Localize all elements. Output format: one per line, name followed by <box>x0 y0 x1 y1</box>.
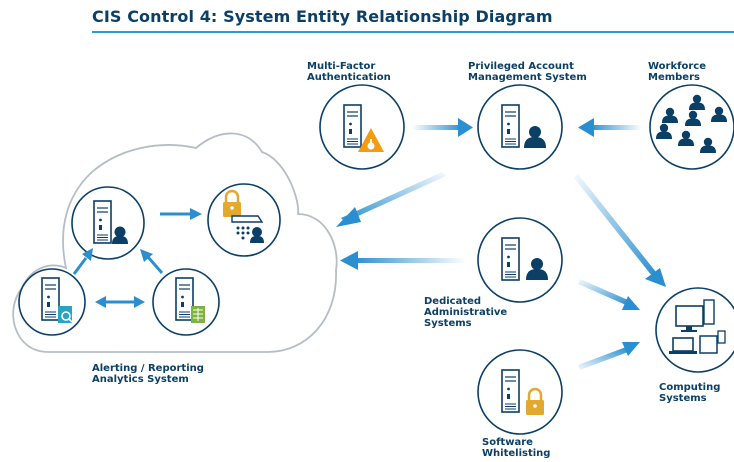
node-das <box>477 217 563 303</box>
label-line: Analytics System <box>92 374 189 385</box>
label-pam: Privileged Account Management System <box>468 61 587 83</box>
label-line: Authentication <box>307 72 391 83</box>
arrow-workforce-to-pam <box>578 118 642 137</box>
label-line: Systems <box>424 318 472 329</box>
spreadsheet-icon <box>191 306 205 323</box>
node-computing <box>655 287 734 373</box>
node-reporting <box>152 268 220 336</box>
label-line: Whitelisting <box>482 448 551 459</box>
node-whitelisting <box>477 349 563 435</box>
label-line: Administrative <box>424 307 508 318</box>
arrow-admin-to-secure <box>160 208 202 220</box>
label-line: Alerting / Reporting <box>92 363 204 374</box>
label-computing: Computing Systems <box>659 382 720 404</box>
arrow-pam-to-computing <box>574 174 666 287</box>
arrow-search-to-admin <box>72 248 93 275</box>
label-alerting: Alerting / Reporting Analytics System <box>92 363 204 385</box>
fingerprint-keypad-icon <box>231 215 264 243</box>
label-line: Dedicated <box>424 296 482 307</box>
node-secure-access <box>207 183 281 257</box>
node-analytics-admin <box>71 186 145 260</box>
label-line: Computing <box>659 382 721 393</box>
arrow-pam-to-cloud <box>336 172 446 227</box>
support-agent-icon <box>112 226 128 244</box>
node-workforce <box>649 84 734 170</box>
arrow-whitelisting-to-computing <box>578 342 640 370</box>
arrow-das-to-computing <box>578 279 640 310</box>
label-whitelisting: Software Whitelisting <box>482 437 550 459</box>
node-mfa <box>319 84 405 170</box>
arrow-mfa-to-pam <box>412 118 473 137</box>
label-line: Workforce <box>648 61 706 72</box>
label-line: Members <box>648 72 700 83</box>
title-rule <box>92 31 734 33</box>
label-mfa: Multi-Factor Authentication <box>307 61 391 83</box>
label-line: Privileged Account <box>468 61 574 72</box>
arrow-das-to-cloud <box>340 251 466 270</box>
label-line: Software <box>482 437 533 448</box>
search-document-icon <box>58 306 73 323</box>
label-workforce: Workforce Members <box>648 61 706 83</box>
arrow-reporting-to-admin <box>140 249 164 274</box>
devices-icon <box>669 299 726 354</box>
label-line: Management System <box>468 72 587 83</box>
warning-icon <box>358 128 384 152</box>
label-line: Multi-Factor <box>307 61 376 72</box>
node-pam <box>477 84 563 170</box>
node-log-search <box>18 268 86 336</box>
label-line: Systems <box>659 393 707 404</box>
diagram-title: CIS Control 4: System Entity Relationshi… <box>92 7 553 26</box>
arrow-search-reporting-bidirectional <box>95 296 145 308</box>
label-das: Dedicated Administrative Systems <box>424 296 507 329</box>
